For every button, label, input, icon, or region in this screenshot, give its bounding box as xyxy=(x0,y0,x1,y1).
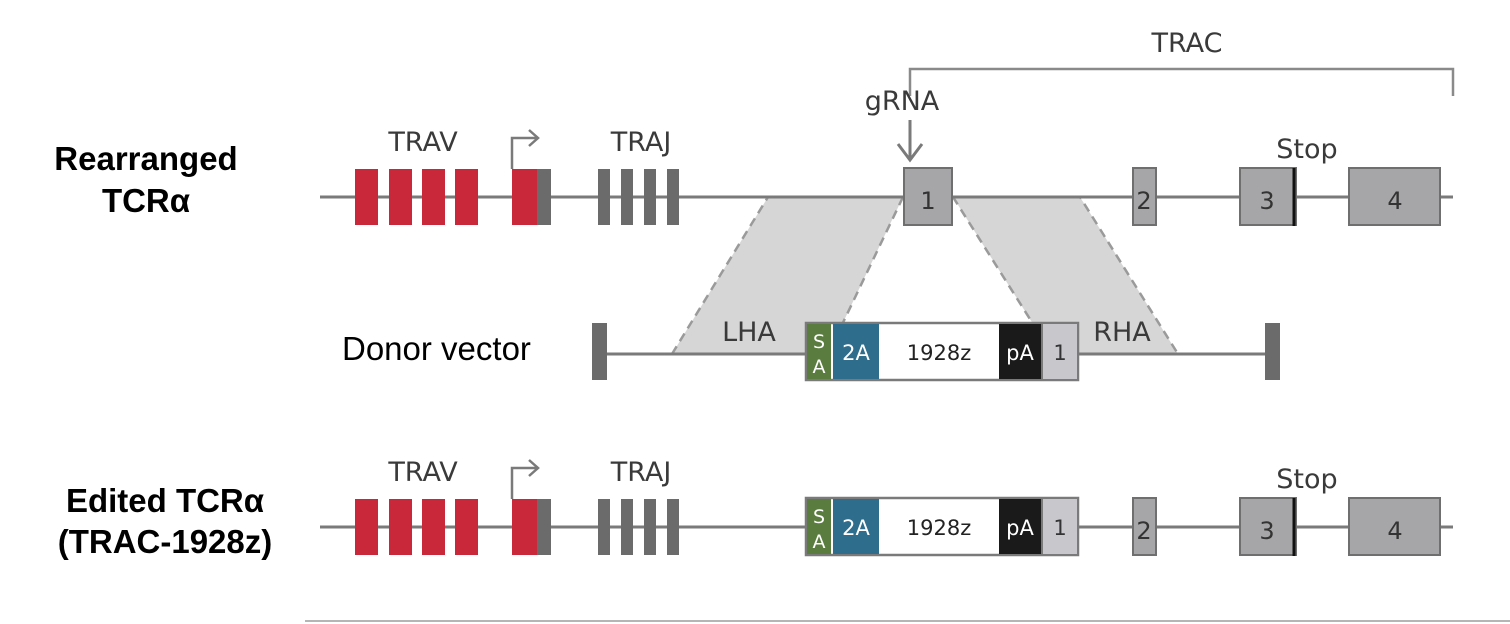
edited-exon-2 xyxy=(1132,497,1157,556)
traj-segment xyxy=(598,499,610,555)
edited-promoter-arrow xyxy=(510,459,540,499)
grna-label: gRNA xyxy=(865,86,940,117)
traj-segment xyxy=(667,499,679,555)
donor-title: Donor vector xyxy=(342,330,531,367)
trav-segment xyxy=(455,169,478,225)
trac-exon-1 xyxy=(903,167,953,226)
trac-exon-1-label: 1 xyxy=(920,187,935,215)
twoa-label: 2A xyxy=(842,341,870,365)
promoter-arrow xyxy=(510,129,540,169)
edited-traj-segments xyxy=(598,499,679,555)
edited-exon-4 xyxy=(1348,497,1441,556)
trav-segments xyxy=(355,169,537,225)
lha-label: LHA xyxy=(722,317,776,348)
trav-segment xyxy=(355,499,378,555)
traj-segment xyxy=(644,169,656,225)
edited-v-segment xyxy=(512,499,537,555)
traj-segment xyxy=(598,169,610,225)
edited-sa-block xyxy=(807,499,831,554)
rha-label: RHA xyxy=(1093,317,1151,348)
trav-label: TRAV xyxy=(387,127,458,158)
traj-segment xyxy=(644,499,656,555)
trav-segment xyxy=(422,169,445,225)
edited-traj-label: TRAJ xyxy=(610,457,672,488)
grna-arrow xyxy=(896,120,924,163)
edited-exon-1-label: 1 xyxy=(1053,516,1066,540)
donor-cassette: S A 2A 1928z pA 1 xyxy=(804,321,1080,382)
twoa-block xyxy=(833,324,879,379)
sa-bottom-label: A xyxy=(813,356,826,378)
edited-exon-3-label: 3 xyxy=(1259,517,1274,545)
edited-sa-top-label: S xyxy=(813,506,825,528)
edited-sa-bottom-label: A xyxy=(813,531,826,553)
trav-segment xyxy=(389,169,412,225)
donor-row: Donor vector LHA RHA S A 2A 1928z pA 1 xyxy=(342,317,1280,382)
rha-homology-region xyxy=(950,195,1181,356)
edited-title-line2: (TRAC-1928z) xyxy=(58,523,273,560)
traj-segments xyxy=(598,169,679,225)
trac-exon-2 xyxy=(1132,167,1157,226)
rearranged-title-line1: Rearranged xyxy=(54,140,237,177)
edited-j-segment xyxy=(537,499,551,555)
traj-label: TRAJ xyxy=(610,127,672,158)
traj-segment xyxy=(667,169,679,225)
trac-exon-3 xyxy=(1239,167,1297,226)
sa-top-label: S xyxy=(813,331,825,353)
sa-block xyxy=(807,324,831,379)
donor-left-end xyxy=(592,323,607,380)
edited-exon-3 xyxy=(1239,497,1297,556)
car-label: 1928z xyxy=(907,341,971,365)
trac-exon-3-label: 3 xyxy=(1259,187,1274,215)
edited-title-line1: Edited TCRα xyxy=(66,482,264,519)
rearranged-v-segment xyxy=(512,169,537,225)
trav-segment xyxy=(455,499,478,555)
edited-twoa-label: 2A xyxy=(842,516,870,540)
edited-exon-4-label: 4 xyxy=(1387,517,1402,545)
edited-row: Edited TCRα (TRAC-1928z) TRAV TRAJ S xyxy=(58,457,1453,560)
edited-twoa-block xyxy=(833,499,879,554)
trav-segment xyxy=(389,499,412,555)
trav-segment xyxy=(355,169,378,225)
edited-exon-2-label: 2 xyxy=(1136,517,1151,545)
trac-label: TRAC xyxy=(1150,28,1222,59)
trac-exon-2-label: 2 xyxy=(1136,187,1151,215)
trac-exon-4-label: 4 xyxy=(1387,187,1402,215)
donor-exon-1 xyxy=(1043,324,1077,379)
rearranged-title-line2: TCRα xyxy=(102,182,190,219)
edited-stop-label: Stop xyxy=(1276,464,1337,495)
pa-block xyxy=(999,324,1042,379)
trac-exon-4 xyxy=(1348,167,1441,226)
homology-regions xyxy=(669,195,1181,356)
donor-exon-1-label: 1 xyxy=(1053,341,1066,365)
edited-cassette: S A 2A 1928z pA 1 xyxy=(804,496,1080,557)
pa-label: pA xyxy=(1006,341,1034,365)
donor-right-end xyxy=(1265,323,1280,380)
trac-bracket xyxy=(908,67,1455,96)
rearranged-row: Rearranged TCRα TRAV TRAJ TRAC gRNA xyxy=(54,28,1455,226)
rearranged-j-segment xyxy=(537,169,551,225)
trav-segment xyxy=(422,499,445,555)
traj-segment xyxy=(621,169,633,225)
traj-segment xyxy=(621,499,633,555)
edited-trav-segments xyxy=(355,499,537,555)
edited-trav-label: TRAV xyxy=(387,457,458,488)
edited-pa-block xyxy=(999,499,1042,554)
edited-pa-label: pA xyxy=(1006,516,1034,540)
stop-label: Stop xyxy=(1276,134,1337,165)
edited-exon-1 xyxy=(1043,499,1077,554)
edited-car-label: 1928z xyxy=(907,516,971,540)
